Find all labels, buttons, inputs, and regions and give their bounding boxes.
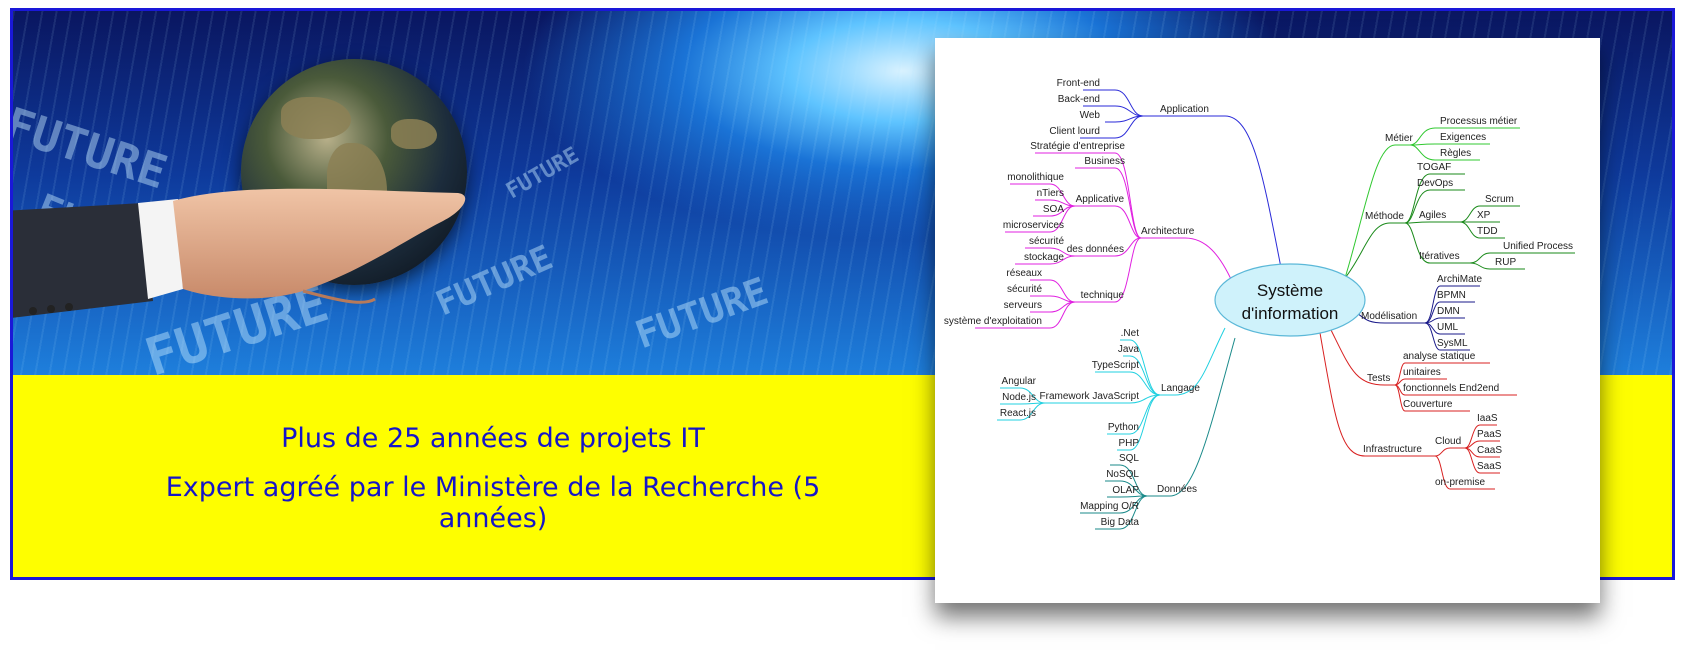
headline-line-1: Plus de 25 années de projets IT: [281, 423, 705, 454]
mm-node: Exigences: [1440, 132, 1486, 143]
mm-node: Couverture: [1403, 399, 1453, 410]
mm-node-architecture: Architecture: [1141, 226, 1195, 237]
mm-node: analyse statique: [1403, 351, 1476, 362]
mm-node: Cloud: [1435, 436, 1461, 447]
mm-node: SOA: [1043, 204, 1064, 215]
mm-node: serveurs: [1004, 300, 1042, 311]
mm-node: Java: [1118, 344, 1140, 355]
mm-node: Front-end: [1057, 78, 1100, 89]
mm-node: Agiles: [1419, 210, 1446, 221]
mm-node: RUP: [1495, 257, 1516, 268]
mm-node: .Net: [1121, 328, 1140, 339]
mm-node-infrastructure: Infrastructure: [1363, 444, 1422, 455]
mm-node: Web: [1080, 110, 1101, 121]
mm-node: CaaS: [1477, 445, 1502, 456]
mm-node-langage: Langage: [1161, 383, 1200, 394]
mm-node: Applicative: [1076, 194, 1125, 205]
mm-node: on-premise: [1435, 477, 1485, 488]
mm-node: Client lourd: [1049, 126, 1100, 137]
mm-node: réseaux: [1006, 268, 1042, 279]
mm-node: technique: [1081, 290, 1125, 301]
mm-node: microservices: [1003, 220, 1064, 231]
mm-node: Angular: [1002, 376, 1037, 387]
mindmap-center-line-2: d'information: [1242, 304, 1339, 323]
mm-node: nTiers: [1037, 188, 1064, 199]
mm-node-tests: Tests: [1367, 373, 1390, 384]
mm-node: TypeScript: [1092, 360, 1139, 371]
mm-node: Back-end: [1058, 94, 1100, 105]
mm-node: Processus métier: [1440, 116, 1518, 127]
mm-node: SaaS: [1477, 461, 1502, 472]
mm-node: Itératives: [1419, 251, 1460, 262]
mm-node: système d'exploitation: [944, 316, 1042, 327]
mindmap-diagram: Application Front-end Back-end Web Clien…: [944, 78, 1575, 530]
mindmap-center-line-1: Système: [1257, 281, 1323, 300]
mm-node: DMN: [1437, 306, 1460, 317]
mm-node: Big Data: [1101, 517, 1140, 528]
mm-node: TOGAF: [1417, 162, 1451, 173]
mm-node: fonctionnels End2end: [1403, 383, 1499, 394]
mm-node-metier: Métier: [1385, 133, 1413, 144]
mm-node-modelisation: Modélisation: [1361, 311, 1417, 322]
mm-node: SysML: [1437, 338, 1468, 349]
mm-node: OLAP: [1112, 485, 1139, 496]
mm-node: SQL: [1119, 453, 1139, 464]
mm-node: TDD: [1477, 226, 1498, 237]
mm-node: stockage: [1024, 252, 1064, 263]
mm-node: Règles: [1440, 148, 1471, 159]
mindmap-center-node: [1214, 263, 1366, 337]
mm-node-methode: Méthode: [1365, 211, 1404, 222]
mm-node: sécurité: [1029, 236, 1064, 247]
mm-node-donnees: Données: [1157, 484, 1197, 495]
mm-node: ArchiMate: [1437, 274, 1482, 285]
mm-node: Python: [1108, 422, 1139, 433]
mm-node: Scrum: [1485, 194, 1514, 205]
mm-node: Mapping O/R: [1080, 501, 1139, 512]
mm-node: monolithique: [1007, 172, 1064, 183]
headline-line-2: Expert agréé par le Ministère de la Rech…: [165, 472, 821, 534]
mm-node: NoSQL: [1106, 469, 1139, 480]
mm-node: Stratégie d'entreprise: [1030, 141, 1125, 152]
mm-node: sécurité: [1007, 284, 1042, 295]
mm-node-application: Application: [1160, 104, 1209, 115]
mm-node: Node.js: [1002, 392, 1036, 403]
mm-node: Framework JavaScript: [1040, 391, 1140, 402]
mm-node: PaaS: [1477, 429, 1502, 440]
mm-node: BPMN: [1437, 290, 1466, 301]
hand-image: [13, 188, 466, 318]
mm-node: UML: [1437, 322, 1459, 333]
mm-node: React.js: [1000, 408, 1036, 419]
mm-node: PHP: [1118, 438, 1139, 449]
mm-node: des données: [1067, 244, 1124, 255]
mm-node: unitaires: [1403, 367, 1441, 378]
mm-node: XP: [1477, 210, 1491, 221]
banner: FUTURE FUTURE FUTURE FUTURE FUTURE FUTUR…: [10, 8, 1675, 580]
mm-node: IaaS: [1477, 413, 1498, 424]
mm-node: DevOps: [1417, 178, 1453, 189]
mm-node: Business: [1084, 156, 1125, 167]
mindmap-card: Application Front-end Back-end Web Clien…: [935, 38, 1600, 603]
mm-node: Unified Process: [1503, 241, 1573, 252]
